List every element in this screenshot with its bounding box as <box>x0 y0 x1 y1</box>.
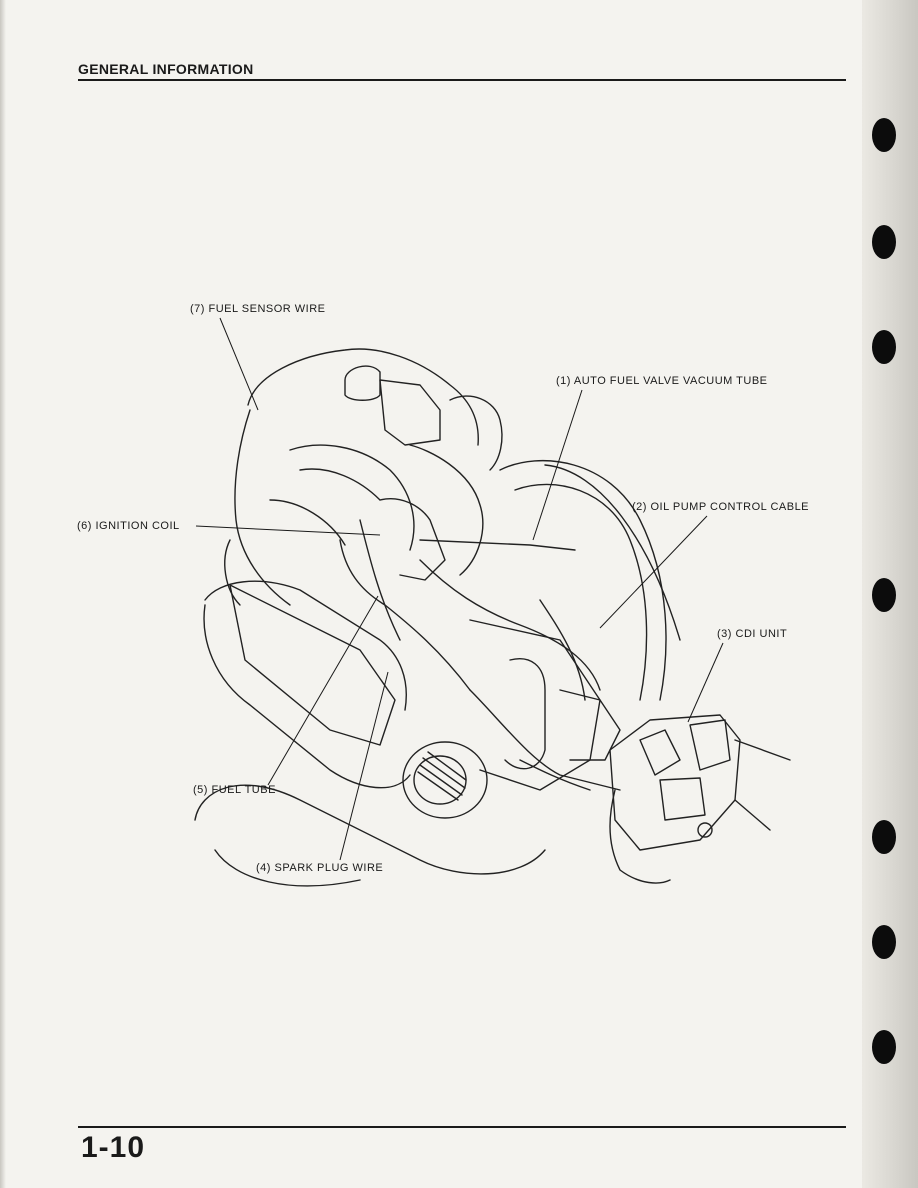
callout-fuel-sensor-wire: (7) FUEL SENSOR WIRE <box>190 303 326 315</box>
page-number: 1-10 <box>81 1131 146 1164</box>
binder-hole <box>872 225 896 259</box>
callout-cdi-unit: (3) CDI UNIT <box>717 628 788 640</box>
binder-strip <box>862 0 918 1188</box>
leader-oil-pump-control-cable <box>599 515 708 629</box>
engine-body-outline <box>194 348 791 887</box>
leader-auto-fuel-valve-vacuum-tube <box>532 389 583 541</box>
leader-cdi-unit <box>687 642 724 723</box>
binder-hole <box>872 820 896 854</box>
binder-hole <box>872 330 896 364</box>
binder-hole <box>872 925 896 959</box>
callout-fuel-tube: (5) FUEL TUBE <box>193 784 276 796</box>
binder-hole <box>872 1030 896 1064</box>
callout-spark-plug-wire: (4) SPARK PLUG WIRE <box>256 862 384 874</box>
callout-auto-fuel-valve-vacuum-tube: (1) AUTO FUEL VALVE VACUUM TUBE <box>556 375 768 387</box>
page-left-edge <box>0 0 6 1188</box>
leader-fuel-tube <box>267 595 379 786</box>
leader-fuel-sensor-wire <box>219 317 259 411</box>
binder-hole <box>872 578 896 612</box>
callout-ignition-coil: (6) IGNITION COIL <box>77 520 180 532</box>
binder-hole <box>872 118 896 152</box>
section-title: GENERAL INFORMATION <box>78 61 254 77</box>
callout-oil-pump-control-cable: (2) OIL PUMP CONTROL CABLE <box>632 501 810 513</box>
header-rule <box>78 79 846 81</box>
leader-ignition-coil <box>195 525 381 536</box>
footer-rule <box>78 1126 846 1128</box>
leader-spark-plug-wire <box>339 671 389 861</box>
